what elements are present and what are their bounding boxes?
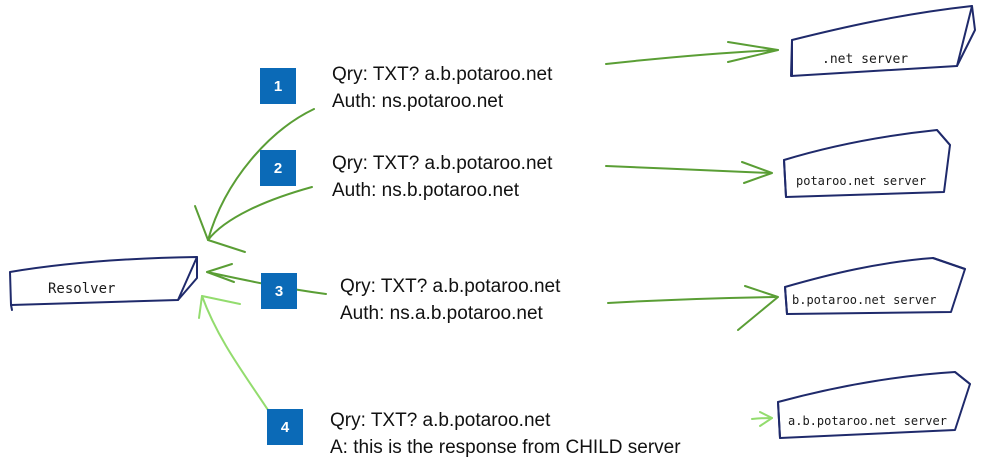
potaroo-server-box: potaroo.net server <box>783 129 951 198</box>
step-3-message: Qry: TXT? a.b.potaroo.net Auth: ns.a.b.p… <box>340 273 560 327</box>
potaroo-server-label: potaroo.net server <box>796 174 926 188</box>
response-arrow-3 <box>206 271 327 295</box>
step-2-query: Qry: TXT? a.b.potaroo.net <box>332 153 553 174</box>
resolver-label: Resolver <box>48 281 115 297</box>
a-b-potaroo-server-box: a.b.potaroo.net server <box>777 371 971 439</box>
step-3-query: Qry: TXT? a.b.potaroo.net <box>340 276 561 297</box>
resolver-box: Resolver <box>9 256 198 311</box>
arrow-to-b-potaroo-server <box>607 296 776 304</box>
response-arrow-head-3 <box>206 263 235 283</box>
response-arrow-head-4 <box>198 295 241 319</box>
arrow-to-potaroo-server <box>605 165 771 174</box>
step-4-query: Qry: TXT? a.b.potaroo.net <box>330 410 551 431</box>
step-1-message: Qry: TXT? a.b.potaroo.net Auth: ns.potar… <box>332 61 552 115</box>
step-3-badge: 3 <box>261 273 297 309</box>
response-arrow-2 <box>207 186 313 241</box>
step-1-badge: 1 <box>260 68 296 104</box>
a-b-potaroo-server-label: a.b.potaroo.net server <box>788 414 947 428</box>
response-arrow-head <box>194 205 246 253</box>
arrow-to-net-server <box>605 49 779 65</box>
response-arrow-1 <box>207 108 315 241</box>
response-arrow-4 <box>201 295 269 411</box>
net-server-box: .net server <box>790 5 976 77</box>
net-server-label: .net server <box>822 52 908 67</box>
step-1-answer: Auth: ns.potaroo.net <box>332 91 504 112</box>
step-4-message: Qry: TXT? a.b.potaroo.net A: this is the… <box>330 407 681 461</box>
step-2-badge: 2 <box>260 150 296 186</box>
b-potaroo-server-box: b.potaroo.net server <box>784 257 966 315</box>
step-4-answer: A: this is the response from CHILD serve… <box>330 437 681 458</box>
step-3-answer: Auth: ns.a.b.potaroo.net <box>340 303 543 324</box>
step-1-query: Qry: TXT? a.b.potaroo.net <box>332 64 553 85</box>
step-4-badge: 4 <box>267 409 303 445</box>
arrow-head-b-potaroo-server <box>737 285 779 331</box>
step-2-message: Qry: TXT? a.b.potaroo.net Auth: ns.b.pot… <box>332 150 552 204</box>
arrow-head-net-server <box>727 41 779 63</box>
step-2-answer: Auth: ns.b.potaroo.net <box>332 180 519 201</box>
arrow-head-a-b-potaroo-server <box>759 411 773 427</box>
b-potaroo-server-label: b.potaroo.net server <box>792 293 937 307</box>
arrow-head-potaroo-server <box>741 161 773 184</box>
